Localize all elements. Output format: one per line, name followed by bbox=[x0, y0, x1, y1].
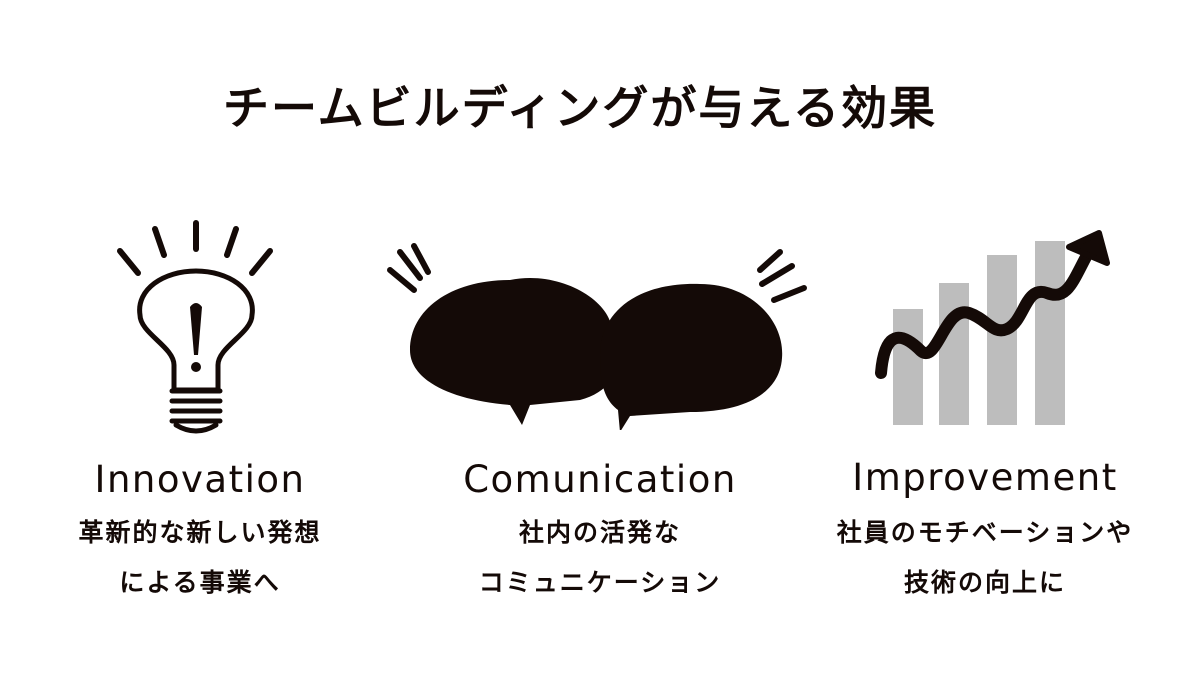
heading-communication: Comunication bbox=[463, 458, 737, 501]
diagram-title: チームビルディングが与える効果 bbox=[222, 81, 938, 135]
desc-innovation-line1: 革新的な新しい発想 bbox=[78, 518, 322, 547]
desc-innovation-line2: による事業へ bbox=[119, 568, 281, 597]
desc-communication: 社内の活発な コミュニケーション bbox=[400, 508, 800, 608]
panel-improvement: Improvement 社員のモチベーションや 技術の向上に bbox=[785, 0, 1185, 700]
panel-communication: Comunication 社内の活発な コミュニケーション bbox=[387, 0, 807, 700]
desc-innovation: 革新的な新しい発想 による事業へ bbox=[0, 508, 400, 608]
desc-improvement-line1: 社員のモチベーションや bbox=[836, 518, 1134, 547]
desc-improvement-line2: 技術の向上に bbox=[903, 568, 1066, 597]
heading-innovation: Innovation bbox=[94, 458, 306, 501]
speech-bubbles-icon bbox=[387, 243, 807, 430]
heading-improvement: Improvement bbox=[852, 456, 1118, 499]
desc-communication-line2: コミュニケーション bbox=[478, 568, 722, 597]
growth-chart-arrow-icon bbox=[875, 230, 1110, 425]
lightbulb-exclamation-icon bbox=[117, 220, 273, 434]
panel-innovation: Innovation 革新的な新しい発想 による事業へ bbox=[0, 0, 400, 700]
desc-improvement: 社員のモチベーションや 技術の向上に bbox=[785, 508, 1185, 608]
desc-communication-line1: 社内の活発な bbox=[518, 518, 681, 547]
